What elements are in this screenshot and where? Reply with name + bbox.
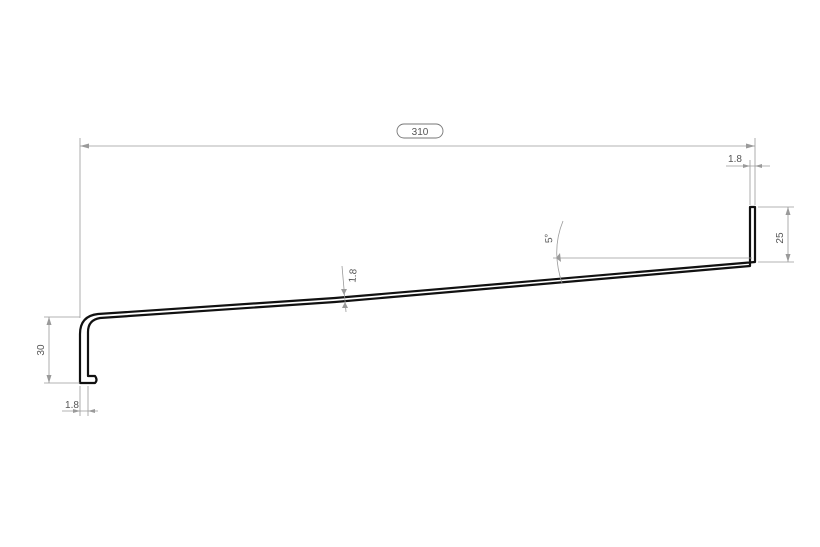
upturn-height-label: 25 xyxy=(775,232,786,244)
front-drop-height-dimension: 30 xyxy=(36,316,80,384)
bottom-left-thickness-dimension: 1.8 xyxy=(62,386,98,416)
sheet-thickness-label: 1.8 xyxy=(347,268,359,283)
overall-width-badge xyxy=(396,123,444,139)
top-right-thickness-label: 1.8 xyxy=(728,154,742,165)
sheet-thickness-dimension: 1.8 xyxy=(341,265,360,313)
slope-angle-dimension: 5° xyxy=(544,220,752,284)
slope-angle-label: 5° xyxy=(544,233,556,243)
bottom-left-thickness-label: 1.8 xyxy=(65,400,79,411)
top-right-thickness-dimension: 1.8 xyxy=(726,154,770,205)
overall-width-dimension: 310 xyxy=(79,123,756,318)
overall-width-label: 310 xyxy=(412,127,429,138)
upturn-height-dimension: 25 xyxy=(758,206,794,263)
front-drop-height-label: 30 xyxy=(36,344,47,356)
sill-profile-outline xyxy=(78,205,757,385)
